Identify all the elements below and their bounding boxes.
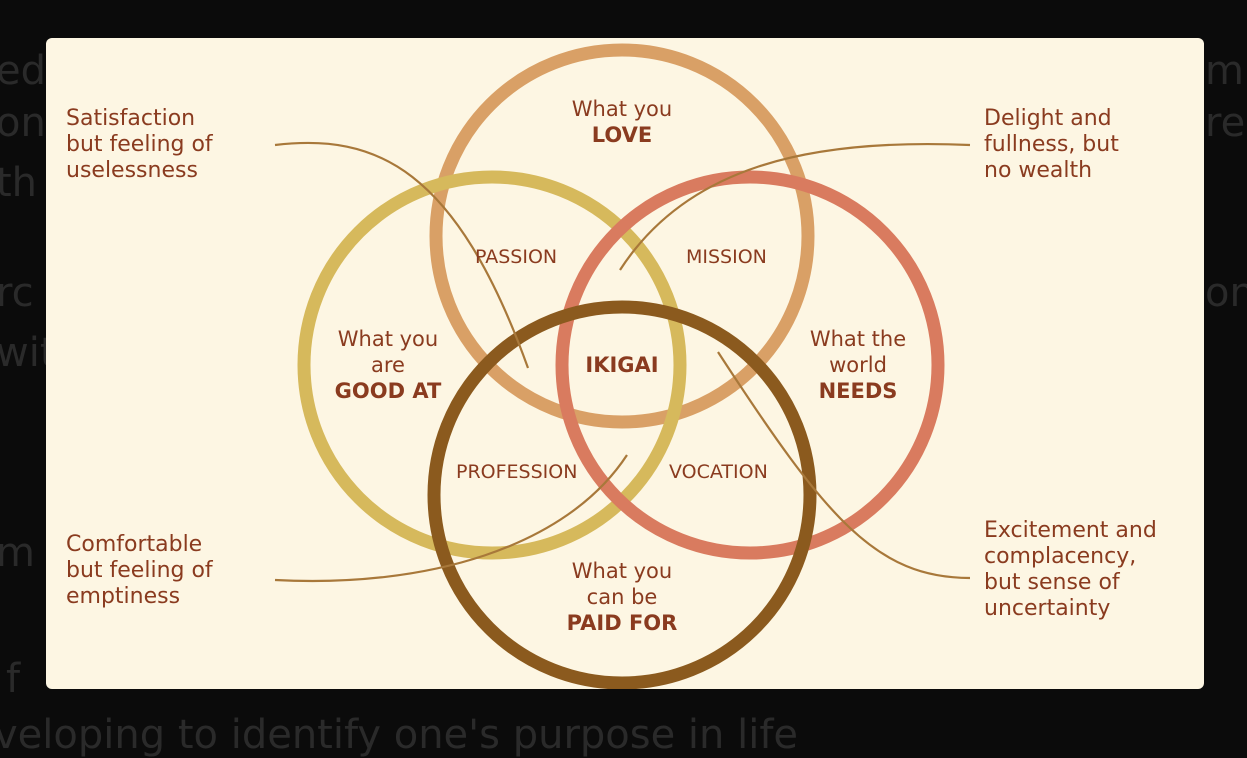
label-line: What the	[809, 327, 907, 351]
label-line: PAID FOR	[566, 611, 678, 635]
zone-profession: PROFESSION	[456, 461, 578, 483]
note-line: uselessness	[66, 158, 198, 183]
note-line: Comfortable	[66, 532, 203, 557]
note-top-left: Satisfaction but feeling of uselessness	[66, 106, 213, 184]
connector-line	[274, 141, 530, 369]
zone-passion: PASSION	[475, 246, 558, 268]
note-bottom-left: Comfortable but feeling of emptiness	[66, 532, 213, 610]
label-needs: What the world NEEDS	[778, 326, 938, 404]
note-line: emptiness	[66, 584, 181, 609]
background-text: on	[1205, 270, 1247, 316]
ikigai-venn-diagram	[274, 43, 971, 689]
note-line: uncertainty	[984, 596, 1111, 621]
note-bottom-right: Excitement and complacency, but sense of…	[984, 518, 1157, 622]
label-love: What you LOVE	[542, 96, 702, 148]
note-line: Excitement and	[984, 518, 1157, 543]
connector-line	[717, 351, 971, 580]
background-text: ed	[0, 48, 46, 94]
connector-line	[619, 142, 971, 271]
label-line: LOVE	[591, 123, 653, 147]
background-text: th	[0, 160, 38, 206]
background-text: on	[0, 100, 46, 146]
label-line: What you	[337, 327, 439, 351]
connector-line	[274, 454, 628, 583]
ikigai-image-lightbox: What you LOVE What you are GOOD AT What …	[46, 38, 1204, 689]
label-line: What you	[571, 559, 673, 583]
note-top-right: Delight and fullness, but no wealth	[984, 106, 1119, 184]
label-line: GOOD AT	[334, 379, 442, 403]
zone-mission: MISSION	[686, 246, 767, 268]
label-paid-for: What you can be PAID FOR	[542, 558, 702, 636]
note-line: Delight and	[984, 106, 1112, 131]
note-line: but feeling of	[66, 558, 213, 583]
circle-needs	[555, 170, 945, 560]
note-line: fullness, but	[984, 132, 1119, 157]
note-line: but sense of	[984, 570, 1120, 595]
label-line: What you	[571, 97, 673, 121]
background-text: re	[1205, 100, 1246, 146]
label-ikigai: IKIGAI	[585, 353, 659, 377]
background-text: m	[0, 530, 35, 576]
background-text: veloping to identify one's purpose in li…	[0, 712, 799, 758]
circle-love	[429, 43, 815, 429]
note-line: Satisfaction	[66, 106, 196, 131]
note-line: no wealth	[984, 158, 1093, 183]
circle-paid-for	[427, 300, 817, 689]
background-text: mp	[1205, 48, 1247, 94]
label-line: NEEDS	[818, 379, 898, 403]
background-text: rc	[0, 270, 34, 316]
label-good-at: What you are GOOD AT	[308, 326, 468, 404]
label-line: are	[371, 353, 405, 377]
zone-vocation: VOCATION	[669, 461, 768, 483]
label-line: world	[829, 353, 887, 377]
note-line: but feeling of	[66, 132, 213, 157]
background-text: f	[6, 656, 21, 702]
label-line: can be	[586, 585, 658, 609]
note-line: complacency,	[984, 544, 1137, 569]
